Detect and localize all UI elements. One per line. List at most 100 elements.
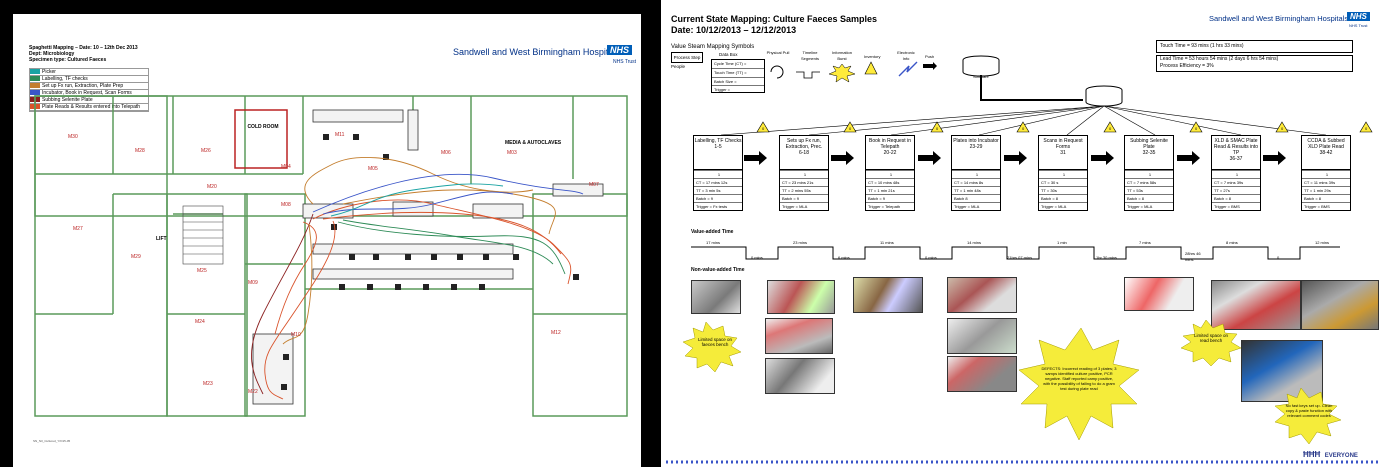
room-label: M23 xyxy=(203,381,213,387)
inventory-count: 0 xyxy=(936,126,939,131)
room-label: M10 xyxy=(291,332,301,338)
burst-text: Limited space on read bench xyxy=(1193,333,1229,343)
symbol-timeline-label: Timeline Segments xyxy=(800,50,819,61)
burst-text: Limited space on faeces bench xyxy=(697,337,733,347)
lab-photo xyxy=(765,318,833,354)
room-label: M03 xyxy=(507,150,517,156)
nva-time: 21hrs 07 mins xyxy=(1007,255,1033,260)
lab-photo xyxy=(765,358,835,394)
room-label: M26 xyxy=(201,148,211,154)
nva-time: 1hr 30 mins xyxy=(1096,255,1117,260)
nva-time: 0 xyxy=(1277,255,1280,260)
nhs-logo: NHS xyxy=(1347,12,1370,21)
inventory-count: 0 xyxy=(1365,126,1368,131)
va-time: 12 mins xyxy=(1315,240,1330,245)
va-time: 8 mins xyxy=(1226,240,1238,245)
inventory-count: 0 xyxy=(1195,126,1198,131)
room-label: M06 xyxy=(441,150,451,156)
vsm-title: Current State Mapping: Culture Faeces Sa… xyxy=(671,14,878,24)
room-label: M04 xyxy=(281,164,291,170)
room-label: M24 xyxy=(195,319,205,325)
value-stream-map-panel: Current State Mapping: Culture Faeces Sa… xyxy=(661,0,1379,467)
inventory-count: 0 xyxy=(1109,126,1112,131)
floor-plan xyxy=(34,95,628,417)
va-time: 7 mins xyxy=(1139,240,1151,245)
trust-name: Sandwell and West Birmingham Hospitals xyxy=(453,47,620,57)
nva-time: 28hrs 46 mins xyxy=(1185,251,1201,262)
lab-photo xyxy=(691,280,741,314)
symbols-heading: Value Steam Mapping Symbols xyxy=(671,44,755,50)
lab-photo xyxy=(947,318,1017,354)
va-time: 11 mins xyxy=(880,240,894,245)
lab-photo xyxy=(853,277,923,313)
room-label: M22 xyxy=(248,389,258,395)
inventory-count: 0 xyxy=(1022,126,1025,131)
trust-sub: NHS Trust xyxy=(613,59,637,65)
trust-name: Sandwell and West Birmingham Hospitals xyxy=(1209,14,1349,23)
defects-burst-text: DEFECTS: Incorrect reading of 3 plates; … xyxy=(1041,366,1117,391)
va-time: 17 mins xyxy=(706,240,721,245)
lead-time-summary: Lead Time = 53 hours 54 mins (2 days 6 h… xyxy=(1156,55,1353,72)
room-label: M09 xyxy=(248,280,258,286)
symbol-electronic-label: Electronic Info xyxy=(897,50,915,61)
spaghetti-title: Spaghetti Mapping – Date: 10 – 12th Dec … xyxy=(29,45,138,63)
nva-time: 6 mins xyxy=(838,255,850,260)
cold-room-label: COLD ROOM xyxy=(247,124,279,130)
media-label: MEDIA & AUTOCLAVES xyxy=(505,140,562,146)
vsm-date: Date: 10/12/2013 – 12/12/2013 xyxy=(671,25,797,35)
va-time: 14 mins xyxy=(967,240,982,245)
inventory-count: 0 xyxy=(1281,126,1284,131)
room-label: M25 xyxy=(197,268,207,274)
inventory-count: 0 xyxy=(849,126,852,131)
nhs-logo: NHS xyxy=(607,45,633,55)
room-label: M05 xyxy=(368,166,378,172)
burst-shapes xyxy=(682,319,1342,445)
non-value-added-label: Non-value-added Time xyxy=(691,267,745,273)
lift-label: LIFT xyxy=(156,236,167,242)
spaghetti-map-panel: Spaghetti Mapping – Date: 10 – 12th Dec … xyxy=(13,14,641,467)
symbol-process-step: Process Step xyxy=(671,52,703,63)
lab-photo xyxy=(1211,280,1301,330)
lab-photo xyxy=(767,280,835,314)
room-label: M28 xyxy=(135,148,145,154)
nva-time: 0 mins xyxy=(751,255,763,260)
lab-photo xyxy=(1301,280,1379,330)
symbol-info-burst-label: Information Burst xyxy=(831,50,852,61)
va-time: 1 min xyxy=(1057,240,1067,245)
touch-time-summary: Touch Time = 93 mins (1 hrs 33 mins) xyxy=(1156,40,1353,53)
room-label: M29 xyxy=(131,254,141,260)
nva-time: 0 mins xyxy=(925,255,937,260)
symbol-inventory-label: Inventory xyxy=(864,54,881,59)
symbol-data-box-label: Data Box xyxy=(719,52,738,57)
room-label: M11 xyxy=(335,132,345,138)
symbol-people-label: People xyxy=(671,64,686,69)
symbol-data-box: Cycle Time (CT) = Touch Time (TT) = Batc… xyxy=(711,59,765,93)
burst-text: No fast keys set up. Clean copy & paste … xyxy=(1285,403,1333,418)
value-added-label: Value-added Time xyxy=(691,229,734,235)
symbol-physical-pull-label: Physical Pull xyxy=(766,50,790,55)
inventory-count: 0 xyxy=(762,126,765,131)
room-label: M30 xyxy=(68,134,78,140)
vsm-graphics xyxy=(666,55,1379,464)
trust-sub: NHS Trust xyxy=(1349,23,1368,28)
room-label: M27 xyxy=(73,226,83,232)
va-time: 23 mins xyxy=(793,240,808,245)
footer-note: SN_N3_Cultured_Y/O15-05 xyxy=(33,439,71,443)
lab-photo xyxy=(947,277,1017,313)
lab-photo xyxy=(1241,340,1323,402)
everyone-logo: ĦĦĦ EVERYONE xyxy=(1303,444,1377,459)
symbol-push-label: Push xyxy=(925,54,935,59)
lab-photo xyxy=(1124,277,1194,311)
room-label: M20 xyxy=(207,184,217,190)
lab-photo xyxy=(947,356,1017,392)
room-label: M08 xyxy=(281,202,291,208)
room-label: M07 xyxy=(589,182,599,188)
